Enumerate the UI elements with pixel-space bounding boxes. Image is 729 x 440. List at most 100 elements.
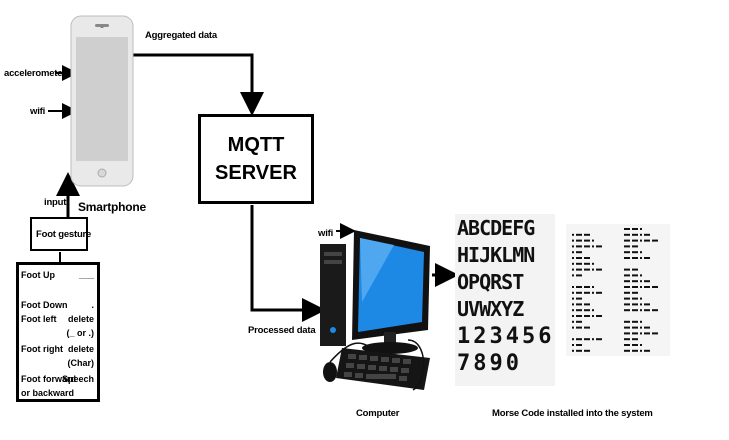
morse-dash <box>652 332 658 335</box>
morse-dash <box>624 309 630 312</box>
morse-dot <box>592 239 594 242</box>
morse-dot <box>572 262 574 265</box>
morse-dash <box>624 239 630 242</box>
morse-dash <box>624 338 630 341</box>
morse-dot <box>640 320 642 323</box>
morse-dot <box>572 309 574 312</box>
aggregated-data-label: Aggregated data <box>145 30 217 41</box>
morse-dash <box>632 233 638 236</box>
morse-dot <box>572 251 574 254</box>
morse-dash <box>576 303 582 306</box>
morse-dot <box>592 338 594 341</box>
morse-dash <box>624 268 630 271</box>
morse-dash <box>652 239 658 242</box>
morse-dash <box>584 257 590 259</box>
morse-dash <box>576 268 582 271</box>
morse-dot <box>640 239 642 242</box>
gesture-action: (_ or .) <box>66 328 94 338</box>
morse-dash <box>576 291 582 294</box>
gesture-action: . <box>91 300 94 310</box>
morse-dash <box>576 315 582 317</box>
foot-gesture-box: Foot gesture <box>30 217 91 251</box>
morse-dash <box>584 239 590 242</box>
morse-dash <box>624 303 630 306</box>
morse-dot <box>640 297 642 300</box>
morse-dash <box>584 309 590 312</box>
morse-dot <box>592 309 594 312</box>
morse-dot <box>572 239 574 242</box>
server-label: SERVER <box>215 162 297 184</box>
morse-dash <box>584 315 590 317</box>
gesture-action: Speech <box>61 374 94 384</box>
morse-dash <box>596 268 602 271</box>
morse-dot <box>572 320 574 323</box>
morse-dash <box>632 245 638 248</box>
morse-dash <box>644 233 650 236</box>
gesture-name: Foot Down <box>21 300 68 310</box>
morse-dot <box>572 297 574 300</box>
morse-dash <box>584 268 590 271</box>
morse-dot <box>640 303 642 306</box>
morse-dash <box>576 320 582 323</box>
morse-dash <box>644 303 650 306</box>
morse-dash <box>644 280 650 283</box>
morse-dash <box>632 303 638 306</box>
morse-dash <box>632 251 638 254</box>
morse-dot <box>640 332 642 335</box>
morse-dash <box>632 274 638 277</box>
accelerometer-label: accelerometer <box>4 68 66 79</box>
morse-dash <box>584 262 590 265</box>
morse-dash <box>624 280 630 283</box>
morse-dot <box>572 286 574 288</box>
morse-dash <box>632 338 638 341</box>
gesture-action: (Char) <box>67 358 95 368</box>
morse-dash <box>624 257 630 259</box>
gesture-name: Foot Up <box>21 270 55 280</box>
morse-dot <box>592 291 594 294</box>
morse-dot <box>592 286 594 288</box>
morse-char-row: 123456 <box>457 324 555 349</box>
morse-char-row: ABCDEFG <box>457 216 535 240</box>
gesture-name: Foot right <box>21 344 63 354</box>
morse-caption: Morse Code installed into the system <box>492 408 653 419</box>
mqtt-label: MQTT <box>227 134 285 156</box>
morse-dot <box>640 251 642 254</box>
morse-dot <box>640 233 642 236</box>
gesture-action: delete <box>67 344 94 354</box>
smartphone-label: Smartphone <box>78 200 147 214</box>
morse-dash <box>644 257 650 259</box>
gesture-action: ___ <box>78 270 94 280</box>
morse-dash <box>624 349 630 352</box>
morse-dash <box>624 286 630 288</box>
morse-dash <box>584 303 590 306</box>
morse-dash <box>632 268 638 271</box>
morse-dash <box>624 233 630 236</box>
wifi-computer-label: wifi <box>318 228 334 239</box>
morse-dash <box>576 297 582 300</box>
morse-dot <box>640 274 642 277</box>
morse-dash <box>644 326 650 329</box>
processed-arrow <box>250 205 326 322</box>
morse-dash <box>644 239 650 242</box>
morse-dot <box>572 326 574 329</box>
morse-dot <box>640 344 642 346</box>
morse-dash <box>576 257 582 259</box>
morse-dot <box>572 344 574 346</box>
morse-dash <box>584 291 590 294</box>
morse-dash <box>624 326 630 329</box>
computer-label: Computer <box>356 408 400 419</box>
morse-dash <box>576 344 582 346</box>
morse-dash <box>632 332 638 335</box>
morse-dot <box>572 274 574 277</box>
input-label: input <box>44 197 67 208</box>
morse-dot <box>640 326 642 329</box>
morse-dot <box>640 257 642 259</box>
morse-dash <box>584 286 590 288</box>
morse-dash <box>632 286 638 288</box>
morse-dash <box>576 326 582 329</box>
aggregated-arrow <box>133 53 264 116</box>
morse-dash <box>584 326 590 329</box>
morse-dot <box>572 233 574 236</box>
smartphone-icon <box>70 15 134 187</box>
